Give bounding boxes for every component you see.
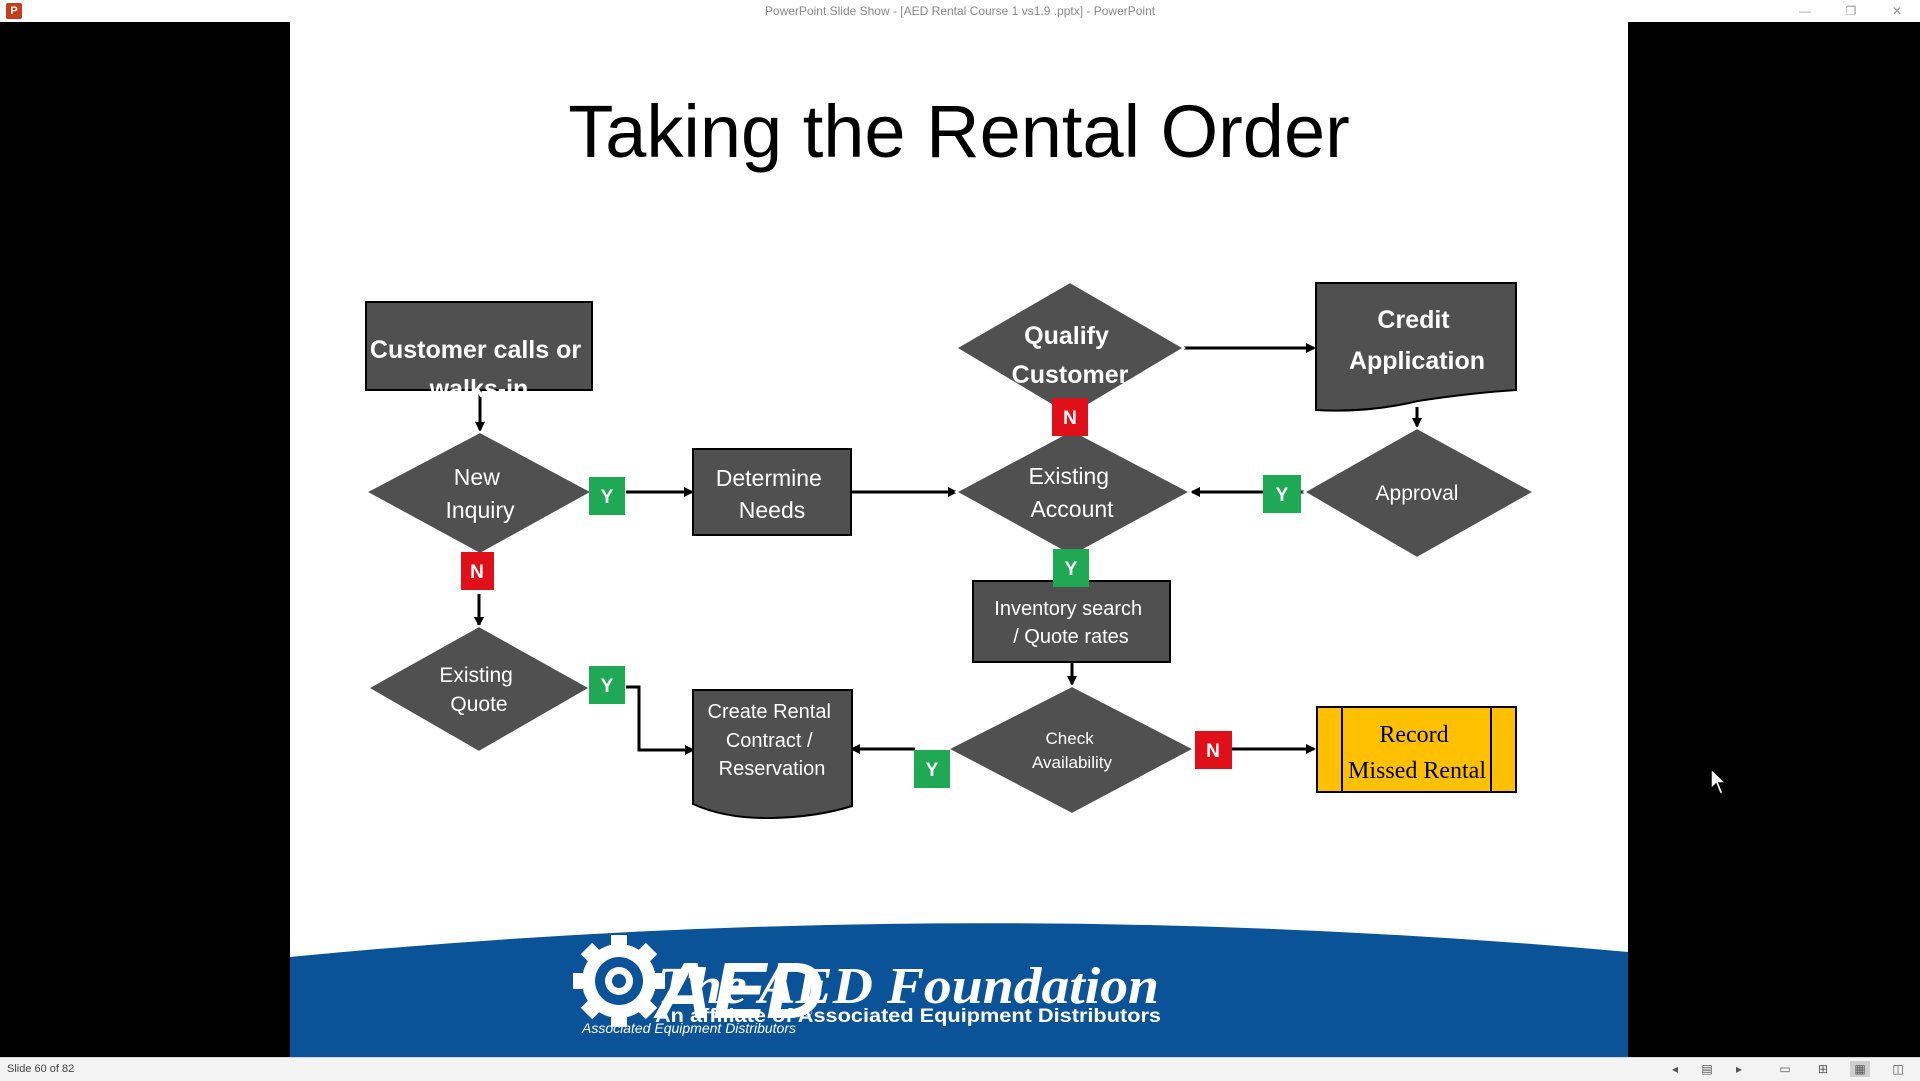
reading-view-icon[interactable]: ▦ bbox=[1850, 1061, 1870, 1077]
connector-quote-yes-create bbox=[626, 685, 695, 755]
record-missed-line2: Missed Rental bbox=[1348, 758, 1486, 784]
no-badge-inquiry: N bbox=[461, 552, 494, 590]
slide-canvas: Taking the Rental Order Customer cal bbox=[290, 90, 1628, 1057]
new-inquiry-line2: Inquiry bbox=[445, 497, 515, 523]
gear-icon bbox=[573, 935, 665, 1027]
svg-text:New Inquiry: New Inquiry bbox=[445, 464, 515, 523]
yes-badge-check: Y bbox=[914, 750, 950, 788]
svg-text:Y: Y bbox=[926, 760, 939, 781]
restore-icon[interactable]: ❐ bbox=[1845, 4, 1857, 18]
no-badge-qualify: N bbox=[1052, 398, 1088, 436]
customer-calls-line1: Customer calls or bbox=[370, 336, 581, 364]
svg-text:Y: Y bbox=[601, 676, 614, 697]
record-missed-line1: Record bbox=[1379, 722, 1448, 748]
close-icon[interactable]: ✕ bbox=[1891, 4, 1903, 18]
normal-view-icon[interactable]: ▭ bbox=[1779, 1062, 1791, 1076]
create-rental-line3: Reservation bbox=[719, 758, 826, 780]
customer-calls-box: Customer calls or walks-in bbox=[365, 301, 593, 403]
approval-label: Approval bbox=[1376, 482, 1459, 505]
svg-text:N: N bbox=[1206, 741, 1220, 762]
existing-account-line2: Account bbox=[1030, 496, 1114, 522]
minimize-icon[interactable]: — bbox=[1799, 4, 1811, 18]
existing-account-diamond: Existing Account bbox=[953, 428, 1193, 558]
inventory-search-line1: Inventory search bbox=[994, 598, 1142, 620]
svg-text:Determine Needs: Determine Needs bbox=[716, 465, 829, 523]
powerpoint-app-icon[interactable]: P bbox=[6, 3, 22, 19]
slide-counter: Slide 60 of 82 bbox=[7, 1063, 75, 1075]
qualify-customer-line1: Qualify bbox=[1024, 322, 1109, 350]
yes-badge-inquiry: Y bbox=[589, 477, 625, 515]
connectors bbox=[474, 343, 1422, 755]
customer-calls-line2: walks-in bbox=[429, 375, 529, 403]
new-inquiry-diamond: New Inquiry bbox=[363, 430, 595, 556]
create-rental-line2: Contract / bbox=[726, 730, 813, 752]
inventory-search-line2: / Quote rates bbox=[1013, 626, 1129, 648]
svg-text:Existing Quote: Existing Quote bbox=[439, 664, 518, 716]
create-rental-box: Create Rental Contract / Reservation bbox=[692, 689, 853, 820]
svg-text:N: N bbox=[470, 562, 484, 583]
qualify-customer-diamond: Qualify Customer bbox=[954, 280, 1186, 418]
slide-title: Taking the Rental Order bbox=[568, 90, 1350, 173]
window-titlebar: P PowerPoint Slide Show - [AED Rental Co… bbox=[0, 0, 1920, 22]
svg-text:Inventory search / Q: Inventory search / Quote rates bbox=[994, 598, 1147, 648]
slide[interactable]: Taking the Rental Order Customer cal bbox=[290, 22, 1628, 1057]
determine-needs-line1: Determine bbox=[716, 465, 822, 491]
aed-logo: AED ® Associated Equipment Distributors bbox=[573, 935, 824, 1036]
svg-text:Credit Application: Credit Application bbox=[1349, 306, 1485, 375]
window-title: PowerPoint Slide Show - [AED Rental Cour… bbox=[764, 4, 1156, 18]
mouse-cursor-icon bbox=[1710, 768, 1728, 795]
svg-text:Y: Y bbox=[1276, 485, 1289, 506]
slide-sorter-icon[interactable]: ⊞ bbox=[1817, 1062, 1829, 1076]
aed-registered-mark: ® bbox=[804, 1007, 812, 1019]
existing-quote-line2: Quote bbox=[450, 693, 507, 716]
svg-text:Create Rental Contra: Create Rental Contract / Reservation bbox=[708, 701, 837, 780]
svg-text:Y: Y bbox=[1065, 559, 1078, 580]
svg-text:Check Availability: Check Availability bbox=[1032, 729, 1113, 772]
credit-application-box: Credit Application bbox=[1315, 282, 1517, 412]
existing-quote-diamond: Existing Quote bbox=[365, 624, 593, 754]
no-badge-check: N bbox=[1195, 731, 1232, 769]
check-availability-line1: Check bbox=[1046, 729, 1095, 748]
svg-text:Customer calls or wa: Customer calls or walks-in bbox=[370, 336, 588, 403]
qualify-customer-line2: Customer bbox=[1012, 361, 1129, 389]
yes-badge-quote: Y bbox=[589, 666, 625, 704]
existing-account-line1: Existing bbox=[1029, 463, 1110, 489]
approval-diamond: Approval bbox=[1301, 426, 1537, 560]
inventory-search-box: Inventory search / Quote rates bbox=[972, 580, 1171, 663]
record-missed-rental-box: Record Missed Rental bbox=[1316, 706, 1517, 793]
slideshow-statusbar: Slide 60 of 82 ◂ ▤ ▸ ▭ ⊞ ▦ ◫ bbox=[0, 1057, 1920, 1081]
new-inquiry-line1: New bbox=[454, 464, 500, 490]
credit-application-line2: Application bbox=[1349, 347, 1485, 375]
create-rental-line1: Create Rental bbox=[708, 701, 831, 723]
aed-subtitle: Associated Equipment Distributors bbox=[581, 1020, 796, 1036]
previous-icon[interactable]: ◂ bbox=[1671, 1062, 1679, 1076]
svg-text:Qualify Customer: Qualify Customer bbox=[1012, 322, 1129, 389]
existing-quote-line1: Existing bbox=[439, 664, 513, 687]
svg-text:N: N bbox=[1063, 408, 1077, 429]
determine-needs-box: Determine Needs bbox=[692, 448, 852, 536]
slideshow-stage: Taking the Rental Order Customer cal bbox=[0, 22, 1920, 1057]
notes-icon[interactable]: ▤ bbox=[1701, 1062, 1713, 1076]
credit-application-line1: Credit bbox=[1377, 306, 1450, 334]
yes-badge-approval: Y bbox=[1263, 475, 1301, 513]
yes-badge-account: Y bbox=[1053, 549, 1089, 587]
foundation-subtitle: An affiliate of Associated Equipment Dis… bbox=[655, 1006, 1161, 1027]
check-availability-line2: Availability bbox=[1032, 753, 1113, 772]
check-availability-diamond: Check Availability bbox=[945, 684, 1197, 816]
slideshow-icon[interactable]: ◫ bbox=[1892, 1062, 1904, 1076]
svg-text:Y: Y bbox=[601, 487, 614, 508]
svg-text:Record Missed Rental: Record Missed Rental bbox=[1348, 722, 1486, 784]
aed-logo-text: AED bbox=[653, 946, 824, 1035]
determine-needs-line2: Needs bbox=[739, 497, 805, 523]
foundation-name: The AED Foundation bbox=[657, 958, 1159, 1015]
svg-text:Existing Account: Existing Account bbox=[1029, 463, 1116, 522]
next-icon[interactable]: ▸ bbox=[1735, 1062, 1743, 1076]
